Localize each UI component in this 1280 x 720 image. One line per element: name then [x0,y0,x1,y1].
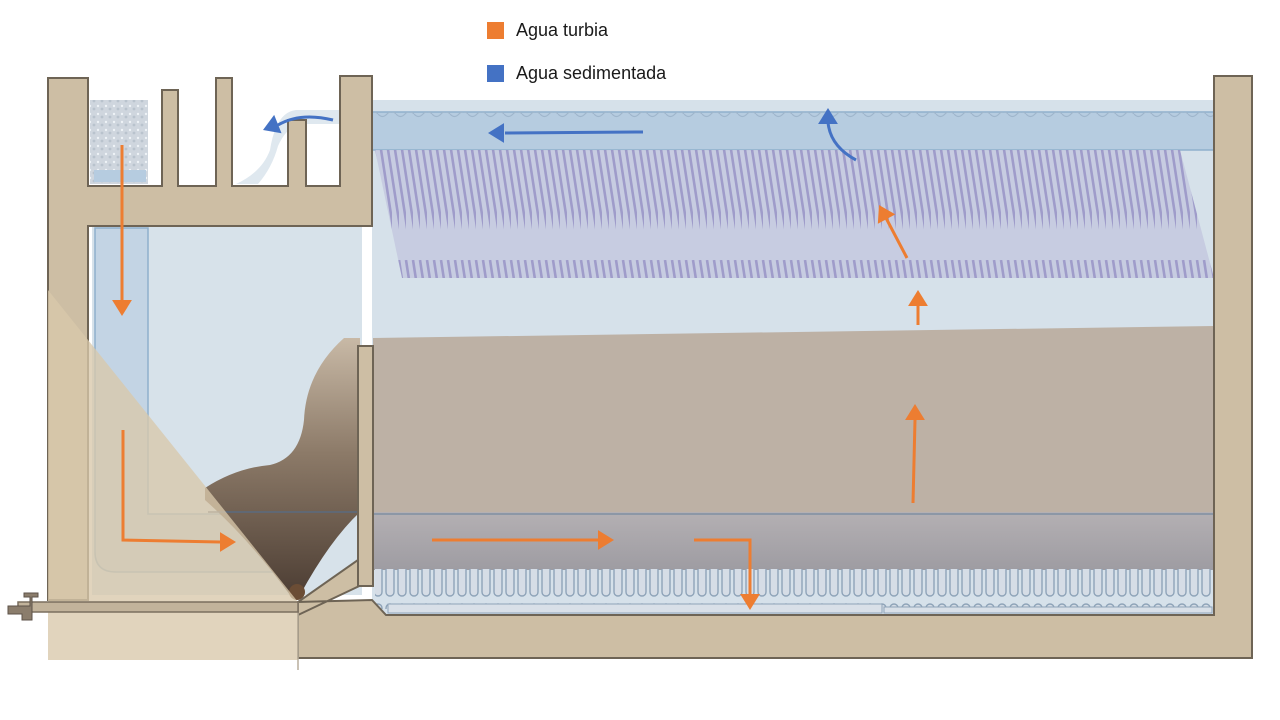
sludge-blanket [373,326,1214,512]
legend-item-settled: Agua sedimentada [487,61,666,85]
bottom-pipe-left [388,604,882,613]
drain-pipe [18,602,298,612]
bottom-pipe-right [884,607,1212,613]
legend-item-turbid: Agua turbia [487,18,666,42]
diffuser-row [375,569,1214,609]
legend-label-settled: Agua sedimentada [516,63,666,84]
legend-swatch-turbid [487,22,504,39]
legend-swatch-settled [487,65,504,82]
water-surface-waves [372,112,1214,120]
center-wall [358,346,373,586]
lamella-plates [375,150,1214,278]
legend-label-turbid: Agua turbia [516,20,608,41]
legend: Agua turbia Agua sedimentada [487,18,666,104]
